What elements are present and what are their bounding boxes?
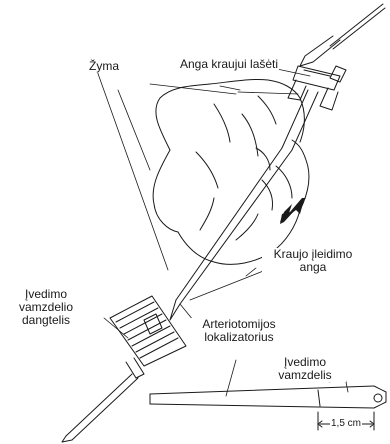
needle-top	[300, 4, 385, 66]
label-sheath-cap-line3: dangtelis	[9, 314, 83, 327]
label-arteriotomy-line2: lokalizatorius	[187, 331, 291, 344]
sheath-detail	[150, 386, 386, 408]
sheath-cap	[110, 296, 186, 378]
label-mark: Žyma	[88, 60, 120, 73]
label-dimension: 1,5 cm	[330, 418, 362, 429]
hub-assembly	[282, 66, 346, 150]
direction-arrow	[280, 198, 306, 224]
label-arteriotomy: Arteriotomijos lokalizatorius	[186, 318, 292, 344]
dilator-shaft	[170, 148, 292, 320]
label-sheath: Įvedimo vamzdelis	[264, 356, 346, 382]
hand	[153, 79, 309, 264]
sheath-tube	[62, 374, 138, 442]
label-sheath-cap: Įvedimo vamzdelio dangtelis	[8, 288, 84, 327]
label-blood-entry: Kraujo įleidimo anga	[262, 248, 364, 274]
label-blood-port: Anga kraujui lašėti	[179, 58, 279, 71]
leader-lines	[96, 62, 348, 396]
label-sheath-line2: vamzdelis	[265, 369, 345, 382]
label-blood-entry-line2: anga	[263, 261, 363, 274]
